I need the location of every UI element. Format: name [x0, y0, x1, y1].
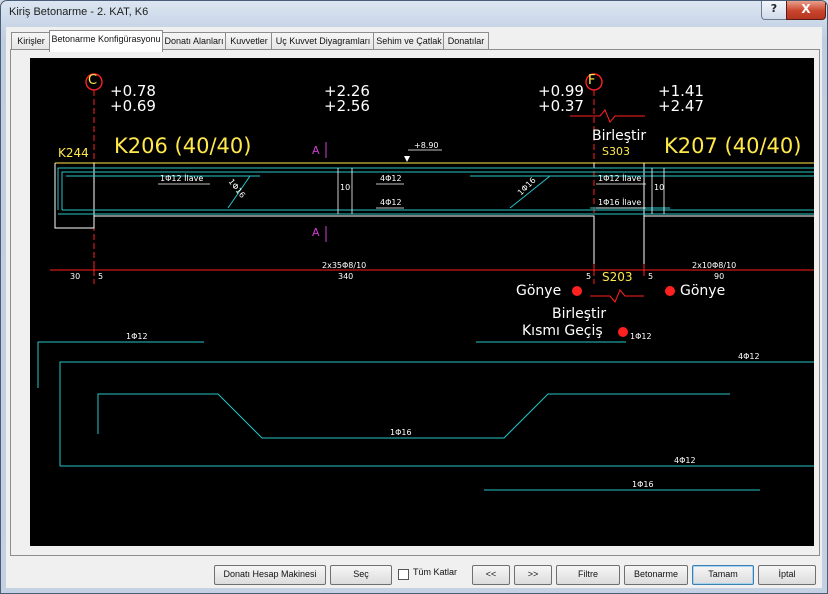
beam-label-left: K206 (40/40) — [114, 134, 252, 158]
dim-stirrup-right: 2x10Φ8/10 — [692, 261, 737, 270]
tab-betonarme-konfigurasyonu[interactable]: Betonarme Konfigürasyonu — [49, 30, 163, 52]
break-line-top — [570, 109, 645, 123]
elev-right-top: +1.41 — [658, 82, 704, 100]
bar-label-1f12-b: 1Φ12 — [630, 332, 652, 341]
bar-1f12-a — [37, 341, 204, 388]
ok-button[interactable]: Tamam — [692, 565, 754, 585]
reinforce-button[interactable]: Betonarme — [624, 565, 688, 585]
elev-mid-bot: +2.56 — [324, 97, 370, 115]
level-triangle — [404, 156, 410, 162]
dim-90: 90 — [714, 272, 725, 281]
bar-label-4f12-a: 4Φ12 — [738, 352, 760, 361]
level-mark-label: +8.90 — [414, 141, 439, 150]
dim-stirrup-left: 2x35Φ8/10 — [322, 261, 367, 270]
select-button[interactable]: Seç — [330, 565, 392, 585]
beam-outline-left — [54, 163, 595, 268]
rebar-1f16-ilave-right: 1Φ16 İlave — [598, 198, 642, 207]
dim-5-a: 5 — [98, 272, 104, 281]
cancel-button[interactable]: İptal — [758, 565, 816, 585]
elev-mid-top: +2.26 — [324, 82, 370, 100]
diag-bar-mid — [509, 175, 551, 209]
bar-label-4f12-b: 4Φ12 — [674, 456, 696, 465]
next-button[interactable]: >> — [514, 565, 552, 585]
gonye-right-label: Gönye — [680, 283, 726, 299]
kismi-gecis-label: Kısmı Geçiş — [522, 323, 603, 339]
k244-label: K244 — [58, 146, 89, 160]
dim-340: 340 — [338, 272, 354, 281]
bar-4f12-a — [59, 361, 814, 466]
gonye-left-label: Gönye — [516, 283, 562, 299]
section-a-bottom-label: A — [312, 226, 320, 239]
kismi-gecis-dot — [618, 327, 628, 337]
elev-c-top: +0.78 — [110, 82, 156, 100]
tab-panel: C F +0.78 +0.69 +2.26 +2.56 +0.99 +0.37 … — [10, 49, 820, 556]
bar-label-1f16-b: 1Φ16 — [632, 480, 654, 489]
section-a-top-label: A — [312, 144, 320, 157]
drawing-svg — [37, 73, 814, 491]
s203-label: S203 — [602, 270, 633, 284]
title-bar[interactable]: Kiriş Betonarme - 2. KAT, K6 ? X — [1, 1, 827, 27]
elev-right-bot: +2.47 — [658, 97, 704, 115]
close-button[interactable]: X — [786, 1, 826, 20]
diag-bar-left — [227, 175, 251, 209]
button-bar: Donatı Hesap Makinesi Seç Tüm Katlar << … — [6, 561, 822, 585]
rebar-4f12-top: 4Φ12 — [380, 174, 402, 183]
dim-30: 30 — [70, 272, 81, 281]
axis-f-label: F — [588, 73, 596, 88]
elev-f-bot: +0.37 — [538, 97, 584, 115]
top-rebar-outer — [57, 167, 814, 210]
calc-button[interactable]: Donatı Hesap Makinesi — [214, 565, 326, 585]
bar-1f16-a — [97, 393, 730, 439]
bar-label-1f16-a: 1Φ16 — [390, 428, 412, 437]
gonye-right-dot — [665, 286, 675, 296]
bar-label-1f12-a: 1Φ12 — [126, 332, 148, 341]
beam-label-right: K207 (40/40) — [664, 134, 802, 158]
tab-donatilar[interactable]: Donatılar — [443, 32, 489, 51]
dim-5-b: 5 — [586, 272, 592, 281]
drawing-canvas[interactable]: C F +0.78 +0.69 +2.26 +2.56 +0.99 +0.37 … — [30, 58, 814, 546]
dim-5-c: 5 — [648, 272, 654, 281]
elev-f-top: +0.99 — [538, 82, 584, 100]
prev-button[interactable]: << — [472, 565, 510, 585]
dim-10-left: 10 — [340, 183, 351, 192]
help-button[interactable]: ? — [761, 1, 787, 20]
s303-label: S303 — [602, 145, 630, 158]
all-floors-label: Tüm Katlar — [413, 567, 458, 577]
rebar-1f12-ilave-left: 1Φ12 İlave — [160, 174, 204, 183]
dim-10-right: 10 — [654, 183, 665, 192]
axis-c-label: C — [88, 73, 98, 88]
elev-c-bot: +0.69 — [110, 97, 156, 115]
filter-button[interactable]: Filtre — [556, 565, 620, 585]
break-line-bottom — [590, 289, 644, 303]
top-rebar-inner — [61, 171, 814, 210]
birlestir-bottom-label: Birleştir — [552, 306, 607, 322]
window-title: Kiriş Betonarme - 2. KAT, K6 — [9, 6, 149, 18]
rebar-1f12-ilave-right: 1Φ12 İlave — [598, 174, 642, 183]
all-floors-checkbox[interactable] — [398, 569, 409, 580]
gonye-left-dot — [572, 286, 582, 296]
rebar-4f12-bottom: 4Φ12 — [380, 198, 402, 207]
birlestir-top-label: Birleştir — [592, 128, 647, 144]
dialog-body: Kirişler Betonarme Konfigürasyonu Donatı… — [6, 27, 822, 588]
